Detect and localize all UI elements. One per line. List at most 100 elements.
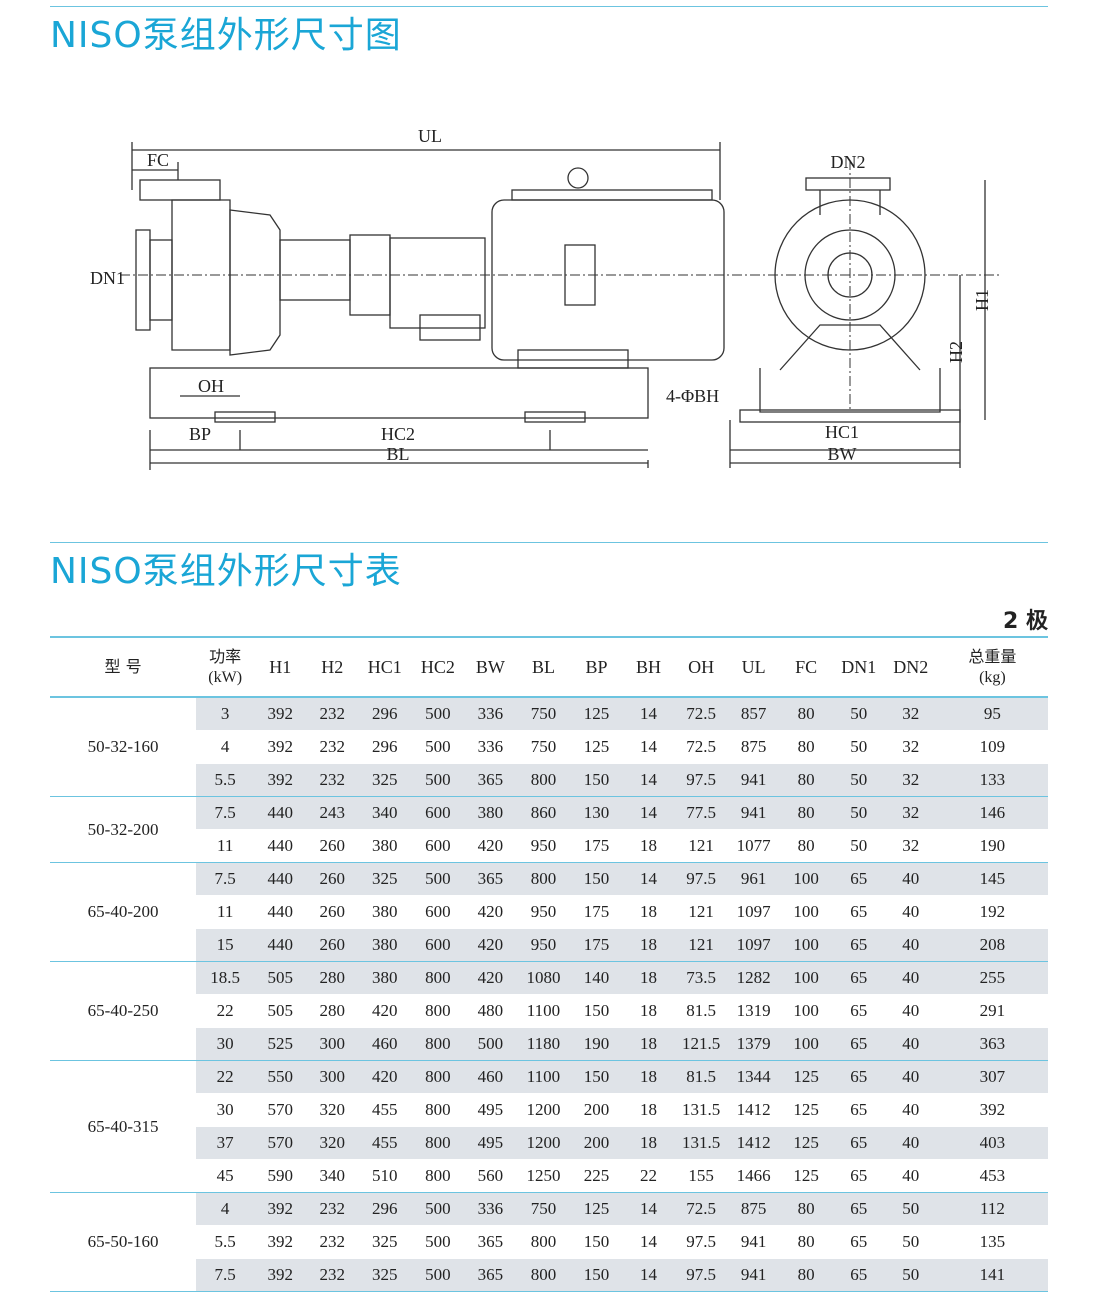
table-cell: 420 [358, 994, 412, 1028]
table-cell: 80 [779, 1192, 833, 1226]
pole-note: 2 极 [1003, 609, 1048, 634]
table-cell: 100 [779, 862, 833, 896]
table-cell: 18 [622, 1060, 675, 1094]
table-cell: 140 [570, 961, 623, 995]
column-header: 功率(kW) [196, 636, 255, 698]
table-cell: 40 [884, 895, 937, 929]
table-cell: 80 [779, 796, 833, 830]
table-cell: 65 [832, 1192, 885, 1226]
table-cell: 800 [516, 1258, 571, 1292]
table-cell: 1080 [516, 961, 571, 995]
table-cell: 141 [936, 1258, 1048, 1292]
column-header: OH [674, 636, 728, 698]
table-cell: 72.5 [674, 730, 728, 764]
table-cell: 480 [464, 994, 517, 1028]
table-cell: 4 [196, 1192, 255, 1226]
table-cell: 453 [936, 1159, 1048, 1193]
table-cell: 500 [411, 1225, 465, 1259]
table-cell: 50 [832, 763, 885, 797]
column-header: FC [779, 636, 833, 698]
table-cell: 455 [358, 1093, 412, 1127]
table-cell: 125 [570, 1192, 623, 1226]
table-cell: 255 [936, 961, 1048, 995]
table-cell: 40 [884, 1093, 937, 1127]
table-cell: 121 [674, 829, 728, 863]
table-cell: 420 [464, 895, 517, 929]
table-cell: 22 [196, 1060, 255, 1094]
table-cell: 65 [832, 994, 885, 1028]
table-cell: 1466 [727, 1159, 780, 1193]
table-cell: 50 [832, 796, 885, 830]
table-cell: 510 [358, 1159, 412, 1193]
table-cell: 150 [570, 1225, 623, 1259]
table-cell: 320 [306, 1093, 359, 1127]
table-cell: 18 [622, 961, 675, 995]
table-cell: 1344 [727, 1060, 780, 1094]
table-cell: 125 [779, 1093, 833, 1127]
table-cell: 800 [411, 961, 465, 995]
table-cell: 600 [411, 796, 465, 830]
table-cell: 500 [411, 1258, 465, 1292]
table-cell: 65 [832, 1258, 885, 1292]
table-cell: 260 [306, 862, 359, 896]
table-cell: 941 [727, 1225, 780, 1259]
table-cell: 800 [411, 1159, 465, 1193]
label-h2: H2 [946, 341, 966, 363]
label-bh: 4-ΦBH [666, 386, 719, 406]
column-header: BW [464, 636, 517, 698]
table-cell: 50 [884, 1192, 937, 1226]
table-cell: 500 [411, 730, 465, 764]
table-cell: 500 [411, 697, 465, 731]
table-cell: 200 [570, 1126, 623, 1160]
table-cell: 280 [306, 994, 359, 1028]
table-cell: 14 [622, 730, 675, 764]
table-cell: 380 [358, 961, 412, 995]
table-cell: 225 [570, 1159, 623, 1193]
table-cell: 18 [622, 1093, 675, 1127]
table-cell: 109 [936, 730, 1048, 764]
table-cell: 1250 [516, 1159, 571, 1193]
label-bp: BP [189, 424, 211, 444]
table-cell: 1077 [727, 829, 780, 863]
table-cell: 941 [727, 796, 780, 830]
table-cell: 570 [254, 1126, 307, 1160]
table-cell: 392 [254, 730, 307, 764]
table-cell: 392 [254, 1225, 307, 1259]
table-cell: 800 [411, 1093, 465, 1127]
column-header: BL [516, 636, 571, 698]
table-cell: 121 [674, 895, 728, 929]
table-cell: 500 [464, 1027, 517, 1061]
table-cell: 11 [196, 829, 255, 863]
table-cell: 941 [727, 1258, 780, 1292]
table-cell: 125 [779, 1060, 833, 1094]
table-cell: 18 [622, 829, 675, 863]
table-cell: 1282 [727, 961, 780, 995]
table-cell: 280 [306, 961, 359, 995]
table-cell: 22 [622, 1159, 675, 1193]
table-cell: 65 [832, 1093, 885, 1127]
table-cell: 1412 [727, 1093, 780, 1127]
table-cell: 18.5 [196, 961, 255, 995]
table-cell: 296 [358, 1192, 412, 1226]
table-cell: 11 [196, 895, 255, 929]
table-cell: 100 [779, 1027, 833, 1061]
table-cell: 73.5 [674, 961, 728, 995]
table-cell: 40 [884, 1060, 937, 1094]
label-bw: BW [828, 444, 857, 464]
table-cell: 296 [358, 730, 412, 764]
table-cell: 300 [306, 1060, 359, 1094]
table-cell: 307 [936, 1060, 1048, 1094]
table-cell: 460 [358, 1027, 412, 1061]
table-cell: 380 [358, 928, 412, 962]
table-cell: 125 [779, 1159, 833, 1193]
table-cell: 50 [832, 829, 885, 863]
table-cell: 3 [196, 697, 255, 731]
table-cell: 192 [936, 895, 1048, 929]
table-cell: 320 [306, 1126, 359, 1160]
table-cell: 32 [884, 829, 937, 863]
column-header: UL [727, 636, 780, 698]
